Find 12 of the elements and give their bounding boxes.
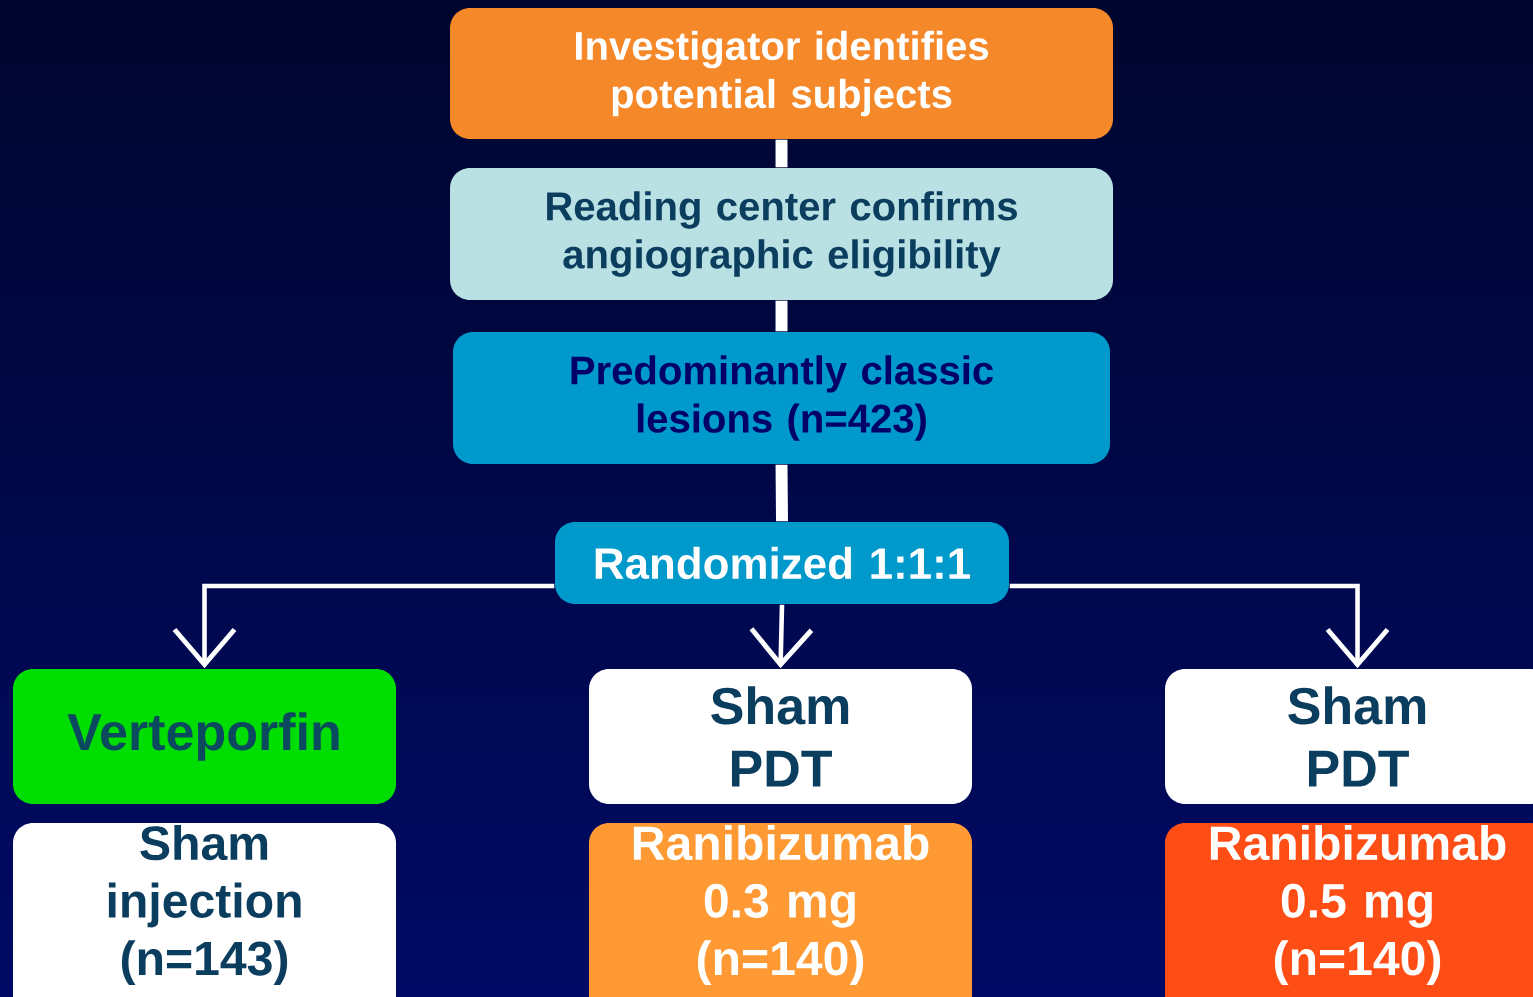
treatment-box: Sham PDT — [1165, 669, 1533, 804]
treatment-box: Sham PDT — [589, 669, 972, 804]
step-box: Predominantly classic lesions (n=423) — [453, 332, 1110, 464]
treatment-box: Verteporfin — [13, 669, 396, 804]
randomization-box: Randomized 1:1:1 — [555, 522, 1009, 604]
treatment-box: Ranibizumab 0.3 mg (n=140) — [589, 823, 972, 997]
connector-arrow — [1009, 583, 1390, 669]
step-box: Investigator identifies potential subjects — [450, 8, 1113, 139]
treatment-box: Sham injection (n=143) — [13, 823, 396, 997]
connector-arrow — [172, 583, 555, 669]
treatment-box: Ranibizumab 0.5 mg (n=140) — [1165, 823, 1533, 997]
step-box: Reading center confirms angiographic eligibility — [450, 168, 1113, 300]
